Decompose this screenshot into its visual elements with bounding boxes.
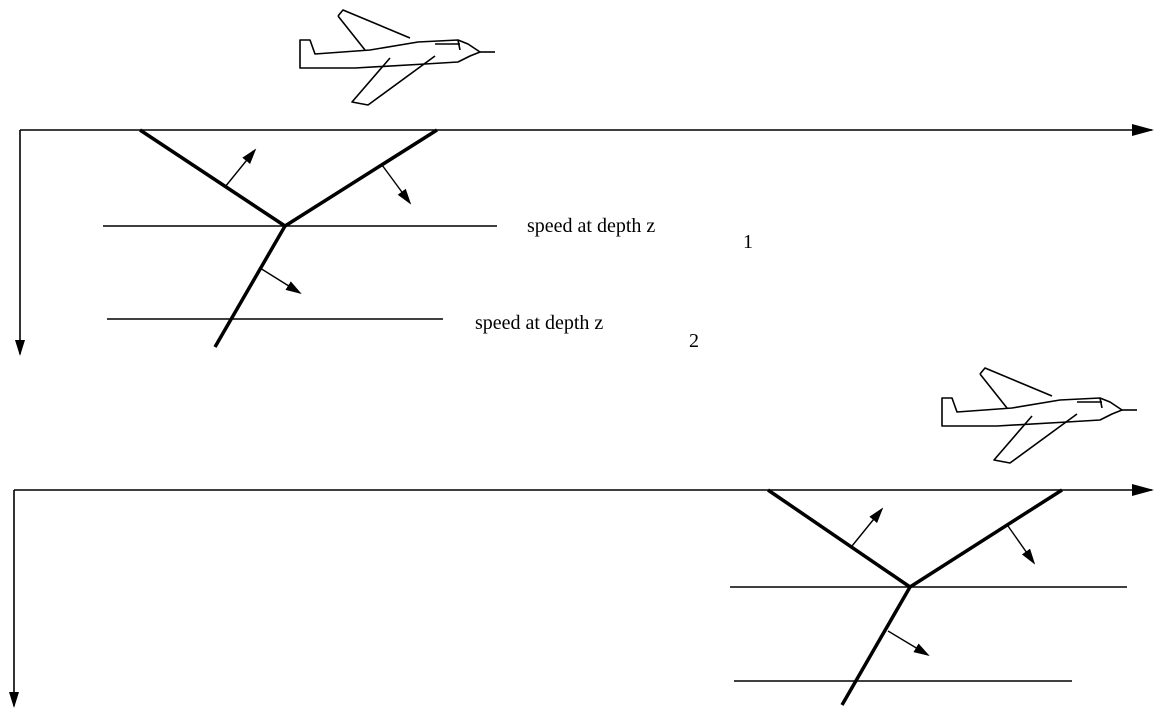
top-panel: speed at depth z 1 speed at depth z 2	[15, 9, 1154, 356]
depth2-label: speed at depth z	[475, 312, 603, 334]
top-shock-front	[139, 128, 438, 348]
bottom-panel	[9, 367, 1154, 708]
top-normal-arrow-lower	[259, 267, 302, 295]
airplane-icon	[299, 9, 496, 106]
depth1-subscript: 1	[743, 231, 753, 253]
bottom-normal-arrow-lower	[887, 630, 930, 657]
depth1-label: speed at depth z	[527, 215, 655, 237]
top-normal-arrow-right	[381, 164, 412, 205]
bottom-shock-front	[767, 488, 1063, 706]
top-normal-arrow-left	[224, 148, 257, 188]
airplane-icon	[941, 367, 1138, 464]
depth2-subscript: 2	[689, 330, 699, 352]
bottom-normal-arrow-left	[851, 507, 884, 547]
bottom-normal-arrow-right	[1007, 525, 1036, 565]
